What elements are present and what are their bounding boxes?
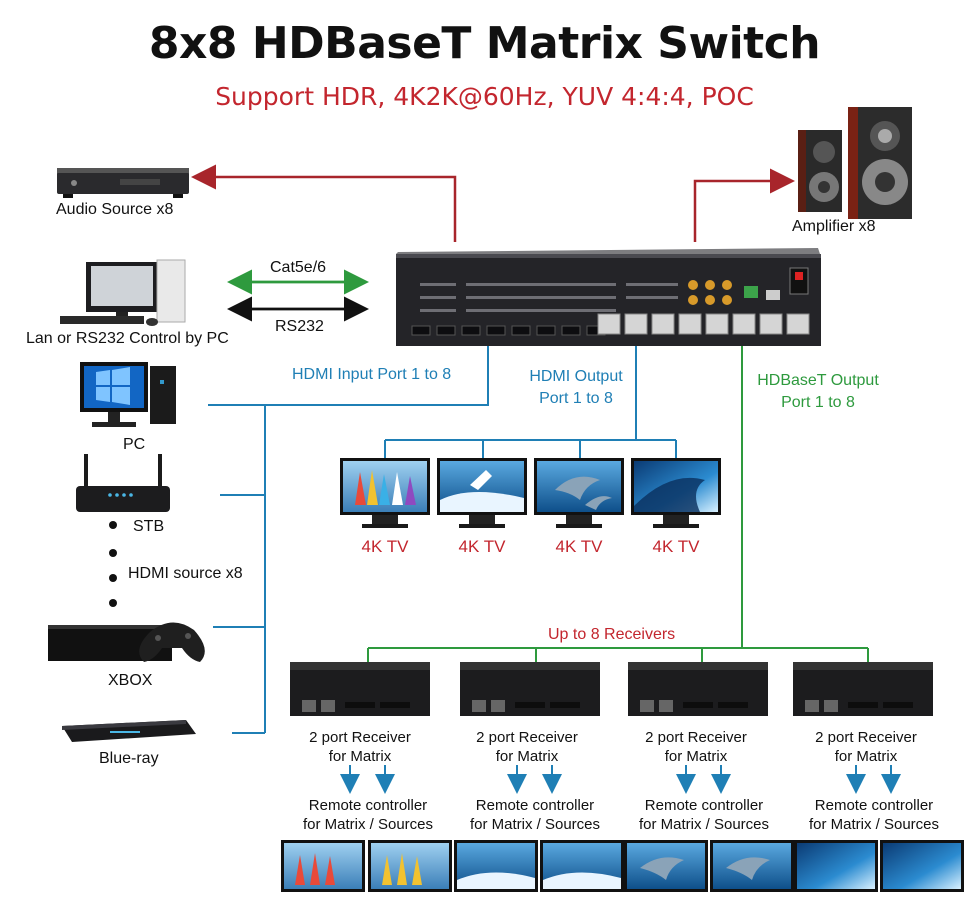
hdbaset-output-label-2: Port 1 to 8 xyxy=(781,394,855,411)
tv-label-1: 4K TV xyxy=(361,537,409,556)
tv-4 xyxy=(631,458,721,528)
page-subtitle: Support HDR, 4K2K@60Hz, YUV 4:4:4, POC xyxy=(215,82,754,111)
tv-3 xyxy=(534,458,624,528)
rs232-label: RS232 xyxy=(275,318,324,335)
pc-device xyxy=(80,362,176,427)
tv-1 xyxy=(340,458,430,528)
tv-label-2: 4K TV xyxy=(458,537,506,556)
tv-label-4: 4K TV xyxy=(652,537,700,556)
xbox-label: XBOX xyxy=(108,672,153,689)
bottom-screens xyxy=(281,840,964,892)
cat-label: Cat5e/6 xyxy=(270,259,327,276)
hdmi-source-label: HDMI source x8 xyxy=(128,565,243,582)
amplifier-line xyxy=(693,168,795,242)
stb-device xyxy=(76,454,170,512)
hdmi-input-label: HDMI Input Port 1 to 8 xyxy=(292,366,452,383)
blueray-device xyxy=(62,720,196,742)
tv-label-3: 4K TV xyxy=(555,537,603,556)
hdmi-output-lines xyxy=(384,338,677,458)
receiver-device-1 xyxy=(290,662,430,716)
stb-label: STB xyxy=(133,518,165,535)
receiver-output-arrows xyxy=(340,765,901,794)
more-sources-dots xyxy=(109,521,117,607)
lan-pc-device xyxy=(60,259,186,326)
blueray-label: Blue-ray xyxy=(99,750,159,767)
hdmi-input-lines xyxy=(208,336,489,734)
receiver-device-3 xyxy=(628,662,768,716)
hdmi-output-label-2: Port 1 to 8 xyxy=(539,390,613,407)
hdbaset-lines xyxy=(367,338,869,662)
audio-source-device xyxy=(57,168,189,198)
pc-label: PC xyxy=(123,436,146,453)
xbox-device xyxy=(48,622,205,662)
matrix-switch-device xyxy=(396,248,821,346)
receivers-header: Up to 8 Receivers xyxy=(548,626,676,643)
hdbaset-output-label-1: HDBaseT Output xyxy=(757,372,879,389)
amplifier-label: Amplifier x8 xyxy=(792,218,876,235)
hdmi-output-label-1: HDMI Output xyxy=(529,368,623,385)
receiver-device-2 xyxy=(460,662,600,716)
page-title: 8x8 HDBaseT Matrix Switch xyxy=(148,18,821,69)
lan-control-label: Lan or RS232 Control by PC xyxy=(26,330,229,347)
tv-2 xyxy=(437,458,527,528)
amplifier-speakers xyxy=(798,107,912,219)
receiver-device-4 xyxy=(793,662,933,716)
audio-line xyxy=(191,164,457,242)
audio-source-label: Audio Source x8 xyxy=(56,201,174,218)
